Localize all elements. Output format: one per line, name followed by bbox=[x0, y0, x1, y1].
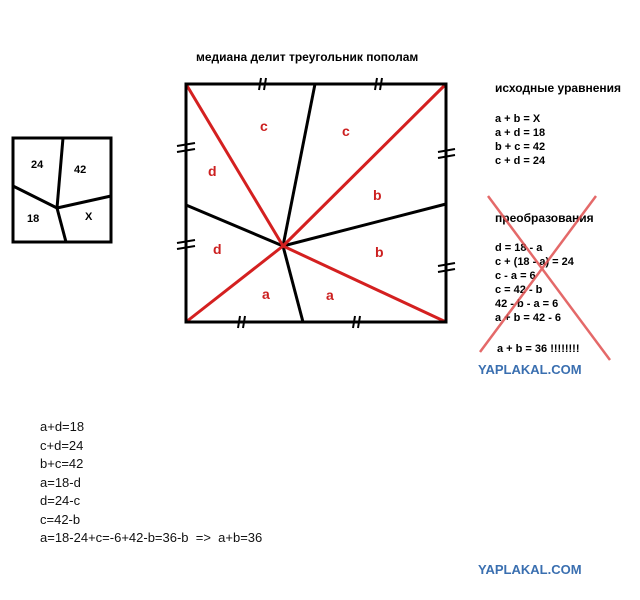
strike-out-cross bbox=[478, 195, 612, 361]
equation-line: c + d = 24 bbox=[495, 155, 546, 167]
transform-line: a + b = 42 - 6 bbox=[495, 312, 561, 324]
transform-line: c + (18 - a) = 24 bbox=[495, 256, 575, 268]
diagram-title: медиана делит треугольник пополам bbox=[196, 50, 418, 64]
derivation-line: a+d=18 bbox=[40, 419, 85, 434]
equations-header: исходные уравнения bbox=[495, 81, 621, 95]
watermark-bottom: YAPLAKAL.COM bbox=[478, 562, 582, 577]
region-label-c-right: c bbox=[342, 123, 350, 139]
region-label-c-left: c bbox=[260, 118, 268, 134]
transform-line: c = 42 - b bbox=[495, 284, 543, 296]
derivation-line: c=42-b bbox=[40, 511, 81, 527]
region-label-d-lower: d bbox=[213, 241, 222, 257]
equation-line: a + b = X bbox=[495, 113, 541, 125]
region-label-a-left: a bbox=[262, 286, 270, 302]
small-square-figure: 24 42 18 X bbox=[11, 136, 113, 244]
region-label-d-upper: d bbox=[208, 163, 217, 179]
equation-line: b + c = 42 bbox=[495, 141, 545, 153]
result-line: a + b = 36 !!!!!!!! bbox=[497, 343, 580, 355]
small-cell-18: 18 bbox=[27, 213, 39, 225]
small-cell-42: 42 bbox=[74, 164, 86, 176]
derivation-text: a+d=18 c+d=24 b+c=42 a=18-d d=24-c c=42-… bbox=[40, 418, 262, 548]
derivation-line: d=24-c bbox=[40, 493, 81, 508]
derivation-line: b+c=42 bbox=[40, 456, 84, 471]
derivation-line: a=18-d bbox=[40, 474, 81, 490]
derivation-line: c+d=24 bbox=[40, 437, 84, 453]
region-label-b-lower: b bbox=[375, 244, 384, 260]
watermark-top: YAPLAKAL.COM bbox=[478, 362, 582, 377]
small-cell-x: X bbox=[85, 211, 93, 223]
transform-header: преобразования bbox=[495, 211, 594, 225]
transform-line: 42 - b - a = 6 bbox=[495, 298, 558, 310]
transform-line: c - a = 6 bbox=[495, 270, 536, 282]
derivation-line: a=18-24+c=-6+42-b=36-b => a+b=36 bbox=[40, 530, 263, 545]
equation-line: a + d = 18 bbox=[495, 127, 545, 139]
transform-line: d = 18 - a bbox=[495, 242, 543, 254]
big-square-figure: c c d b d b a a bbox=[176, 77, 456, 329]
region-label-a-right: a bbox=[326, 287, 334, 303]
region-label-b-upper: b bbox=[373, 187, 382, 203]
equations-panel: исходные уравнения a + b = X a + d = 18 … bbox=[478, 81, 621, 377]
small-cell-24: 24 bbox=[31, 159, 44, 171]
